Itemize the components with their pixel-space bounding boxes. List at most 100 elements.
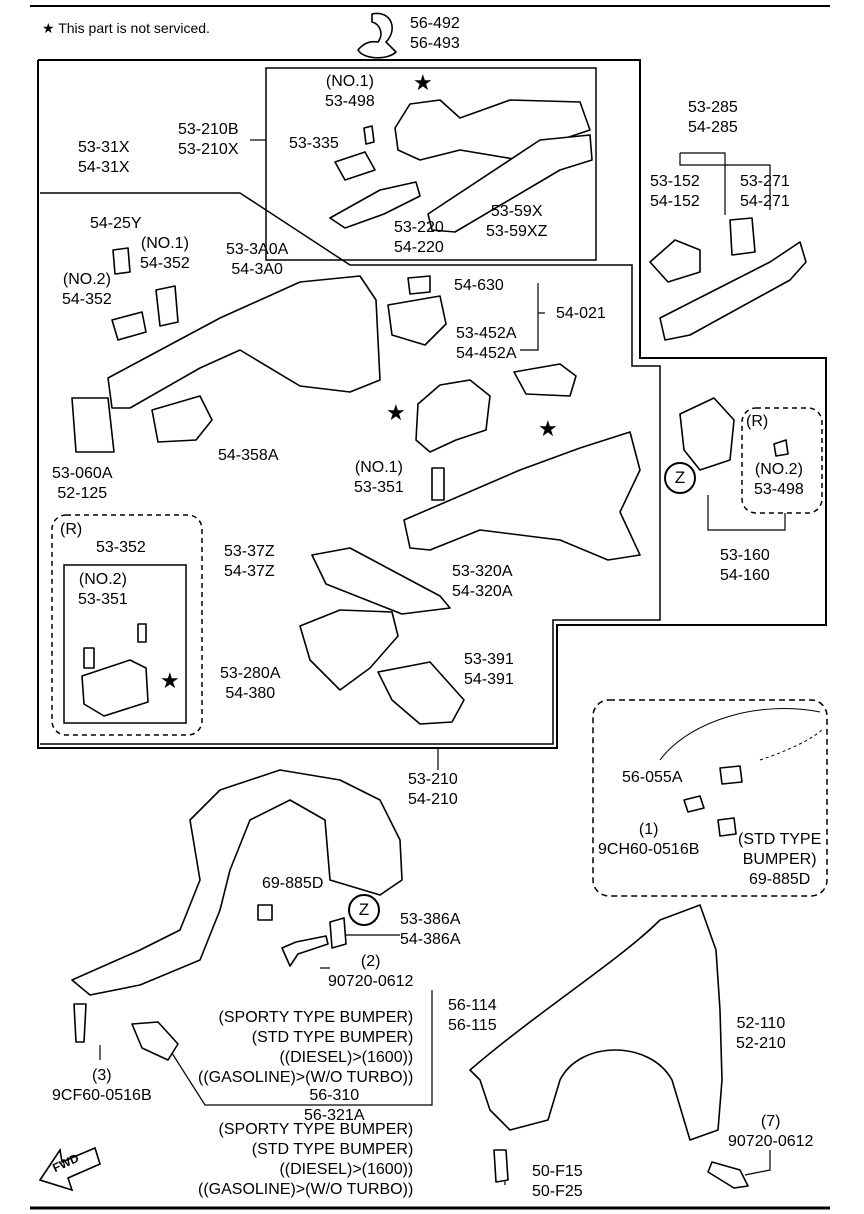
part-50-f15	[493, 1149, 509, 1183]
part-53-498-no2	[773, 439, 789, 457]
part-52-110-fender	[469, 904, 723, 1141]
box-53-352	[63, 564, 187, 724]
label-53-335: 53-335	[289, 135, 339, 152]
part-53-352-bracket	[81, 659, 149, 717]
bumper-arc	[659, 708, 821, 761]
main-enclosure-line	[37, 59, 827, 749]
label-53-220: 53-220 54-220	[394, 219, 444, 256]
label-53-152: 53-152 54-152	[650, 173, 700, 210]
label-56-310: 56-310 56-321A	[304, 1087, 365, 1124]
label-53-37z: 53-37Z 54-37Z	[224, 543, 275, 580]
label-53-3a0a: 53-3A0A 54-3A0	[226, 241, 289, 278]
part-53-285-rail	[659, 241, 807, 341]
part-53-060a	[71, 397, 115, 453]
fwd-arrow	[38, 1146, 101, 1192]
label-r-left: (R)	[60, 521, 83, 538]
label-56-055a: 56-055A	[622, 769, 683, 786]
box-53-210b	[265, 67, 597, 261]
label-53-210b: 53-210B 53-210X	[178, 121, 239, 158]
z-callout: Z	[664, 462, 696, 494]
part-90720-bolt-b	[707, 1161, 749, 1189]
label-56-114: 56-114 56-115	[448, 997, 497, 1034]
label-56-492: 56-492 56-493	[410, 15, 460, 52]
label-conditions-1: (SPORTY TYPE BUMPER) (STD TYPE BUMPER) (…	[198, 1009, 414, 1086]
legend-note-text: This part is not serviced.	[58, 20, 210, 36]
label-9ch60: (1) 9CH60-0516B	[598, 821, 700, 858]
label-53-352: 53-352	[96, 539, 146, 556]
part-53-351-pin-a	[83, 647, 95, 669]
part-53-220	[329, 181, 421, 229]
label-53-271: 53-271 54-271	[740, 173, 790, 210]
part-56-055a	[719, 765, 743, 785]
label-53-285: 53-285 54-285	[688, 99, 738, 136]
part-53-386a	[329, 917, 347, 949]
label-r-right: (R)	[746, 413, 769, 430]
label-53-351-no2: (NO.2) 53-351	[78, 571, 128, 608]
label-90720-0612-b: (7) 90720-0612	[728, 1113, 814, 1150]
star-icon: ★	[538, 416, 558, 441]
label-53-160: 53-160 54-160	[720, 547, 770, 584]
star-icon: ★	[42, 20, 55, 36]
label-53-320a: 53-320A 54-320A	[452, 563, 513, 600]
part-69-885d-clip-std	[717, 817, 737, 837]
part-bracket-center	[415, 379, 491, 453]
label-50-f15: 50-F15 50-F25	[532, 1163, 583, 1200]
label-54-352-no2: (NO.2) 54-352	[62, 271, 112, 308]
label-53-498-no2: (NO.2) 53-498	[754, 461, 804, 498]
part-56-114-liner	[71, 769, 403, 996]
part-53-320a	[403, 431, 641, 561]
label-53-31x: 53-31X 54-31X	[78, 139, 130, 176]
inner-enclosure-line	[40, 192, 661, 745]
star-icon: ★	[413, 70, 433, 95]
part-53-452a	[387, 295, 447, 346]
dashed-box-right	[741, 407, 823, 514]
part-56-310	[131, 1021, 179, 1061]
label-54-021: 54-021	[556, 305, 606, 322]
label-54-630: 54-630	[454, 277, 504, 294]
star-icon: ★	[160, 668, 180, 693]
part-54-352-no1	[155, 285, 179, 327]
part-69-885d-clip	[257, 904, 273, 921]
part-53-351-no1	[431, 467, 445, 501]
label-52-110: 52-110 52-210	[736, 1015, 786, 1052]
part-53-351-pin-b	[137, 623, 147, 643]
dashed-box-left	[51, 514, 203, 736]
label-54-352-no1: (NO.1) 54-352	[140, 235, 190, 272]
part-53-335	[334, 151, 376, 181]
label-conditions-2: (SPORTY TYPE BUMPER) (STD TYPE BUMPER) (…	[198, 1121, 414, 1198]
part-53-152	[649, 239, 701, 283]
label-54-25y: 54-25Y	[90, 215, 142, 232]
dashed-box-bumper	[592, 699, 828, 897]
part-54-352-no2	[111, 311, 147, 341]
z-callout: Z	[348, 894, 380, 926]
part-54-358a	[151, 395, 213, 443]
part-54-25y	[112, 247, 131, 275]
part-bracket-right	[513, 363, 577, 397]
part-56-492	[357, 12, 397, 59]
label-53-060a: 53-060A 52-125	[52, 465, 113, 502]
label-53-452a: 53-452A 54-452A	[456, 325, 517, 362]
star-icon: ★	[386, 400, 406, 425]
label-90720-0612-a: (2) 90720-0612	[328, 953, 414, 990]
label-53-386a: 53-386A 54-386A	[400, 911, 461, 948]
label-9cf60: (3) 9CF60-0516B	[52, 1067, 152, 1104]
label-54-358a: 54-358A	[218, 447, 279, 464]
part-9ch60-screw	[683, 795, 705, 813]
part-53-391	[377, 661, 465, 725]
bumper-arc-2	[759, 729, 823, 761]
part-53-59x	[427, 134, 593, 233]
label-53-391: 53-391 54-391	[464, 651, 514, 688]
part-53-280a	[299, 609, 399, 691]
part-9cf60-screw	[73, 1003, 87, 1043]
label-53-498-no1: (NO.1) 53-498	[325, 73, 375, 110]
part-53-160	[679, 397, 735, 471]
part-53-37z	[311, 547, 451, 615]
label-53-280a: 53-280A 54-380	[220, 665, 281, 702]
legend-note: ★ This part is not serviced.	[42, 18, 210, 38]
part-90720-bolt-a	[281, 935, 329, 967]
label-69-885d: 69-885D	[262, 875, 324, 892]
part-53-271	[729, 217, 756, 256]
label-53-351-no1: (NO.1) 53-351	[354, 459, 404, 496]
part-53-498-no1	[363, 125, 375, 145]
